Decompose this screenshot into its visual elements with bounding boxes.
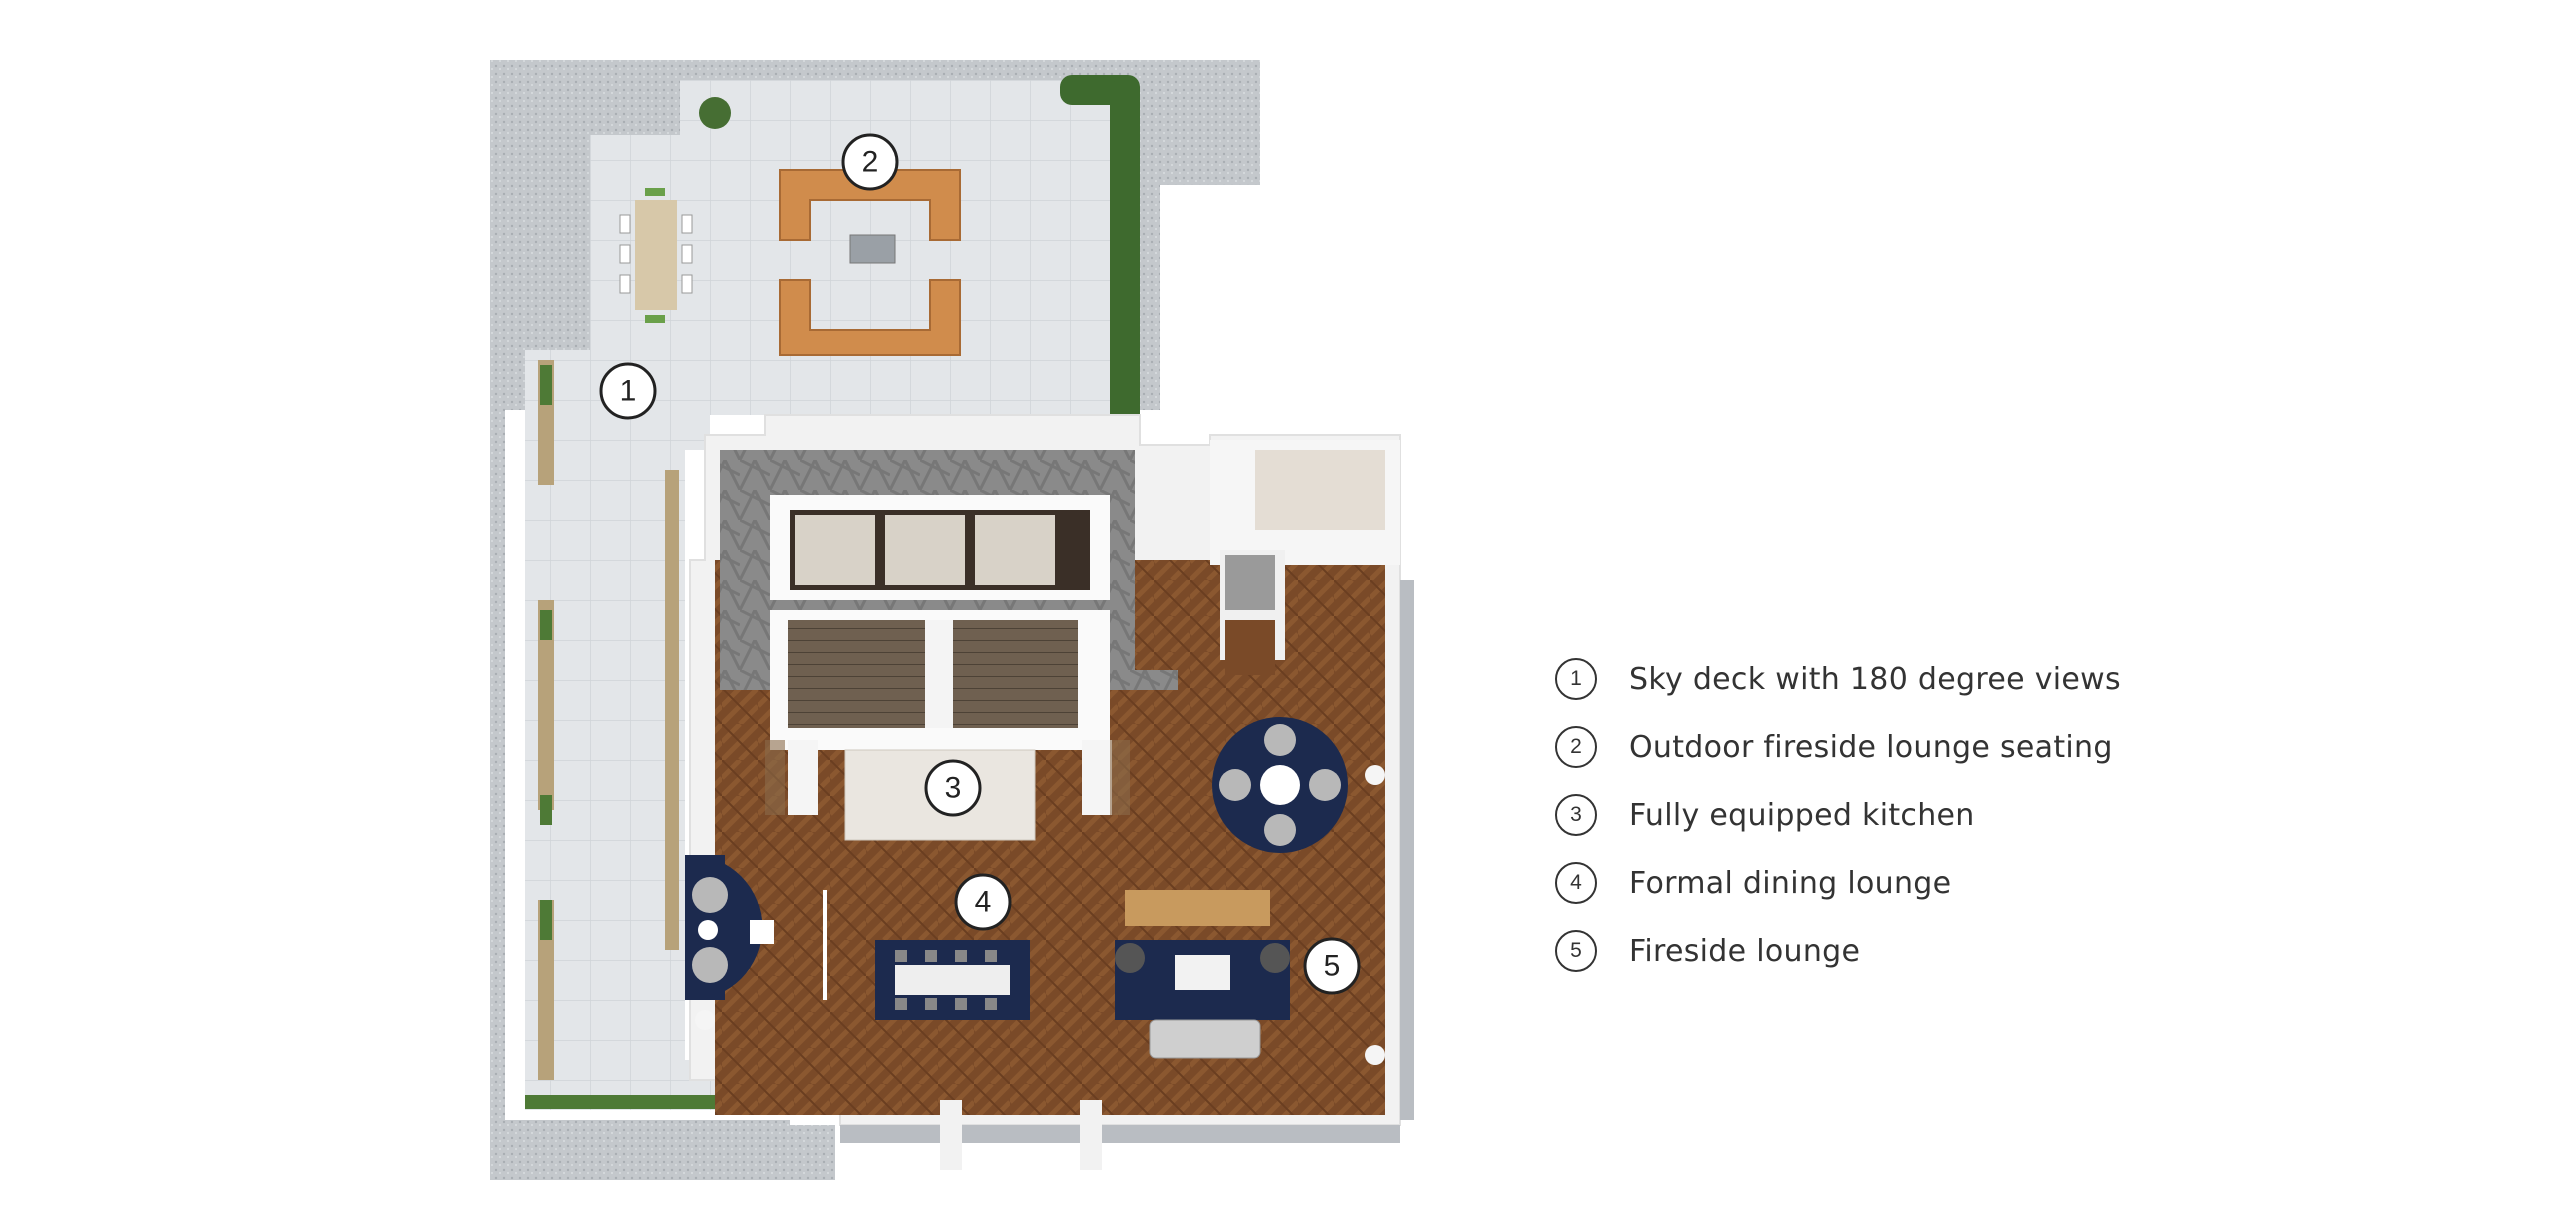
legend-item: 3 Fully equipped kitchen (1555, 781, 2455, 849)
hedge (699, 75, 1140, 450)
column (940, 1100, 962, 1170)
legend-item: 5 Fireside lounge (1555, 917, 2455, 985)
map-marker-2: 2 (841, 133, 899, 191)
legend-item: 4 Formal dining lounge (1555, 849, 2455, 917)
legend-number: 1 (1555, 658, 1597, 700)
formal-dining-table (875, 940, 1030, 1020)
fireside-lounge-seating (695, 765, 1385, 1065)
map-marker-4: 4 (954, 873, 1012, 931)
legend-number: 2 (1555, 726, 1597, 768)
map-marker-5-text: 5 (1324, 950, 1341, 983)
legend-item: 1 Sky deck with 180 degree views (1555, 645, 2455, 713)
column (1080, 1100, 1102, 1170)
floor-plan-svg: 1 2 3 4 5 (490, 60, 1414, 1180)
map-marker-2-text: 2 (862, 146, 879, 179)
floor-plan: 1 2 3 4 5 (470, 40, 1440, 1210)
map-marker-5: 5 (1303, 937, 1361, 995)
washroom (1210, 440, 1400, 675)
map-marker-1: 1 (599, 362, 657, 420)
map-marker-3: 3 (924, 759, 982, 817)
legend-number: 3 (1555, 794, 1597, 836)
legend-label: Outdoor fireside lounge seating (1629, 729, 2113, 765)
legend-label: Sky deck with 180 degree views (1629, 661, 2121, 697)
round-dining-table-right (1212, 717, 1348, 853)
legend-number: 5 (1555, 930, 1597, 972)
legend: 1 Sky deck with 180 degree views 2 Outdo… (1555, 645, 2455, 985)
legend-item: 2 Outdoor fireside lounge seating (1555, 713, 2455, 781)
outdoor-lounge-sofas (779, 169, 961, 356)
outdoor-dining-table (619, 188, 693, 323)
central-core (720, 450, 1178, 750)
map-marker-1-text: 1 (620, 375, 637, 408)
legend-label: Fireside lounge (1629, 933, 1861, 969)
round-table-left (685, 855, 774, 1000)
map-marker-3-text: 3 (945, 772, 962, 805)
legend-label: Fully equipped kitchen (1629, 797, 1975, 833)
legend-number: 4 (1555, 862, 1597, 904)
divider-screen (823, 890, 827, 1000)
legend-label: Formal dining lounge (1629, 865, 1952, 901)
map-marker-4-text: 4 (975, 886, 992, 919)
